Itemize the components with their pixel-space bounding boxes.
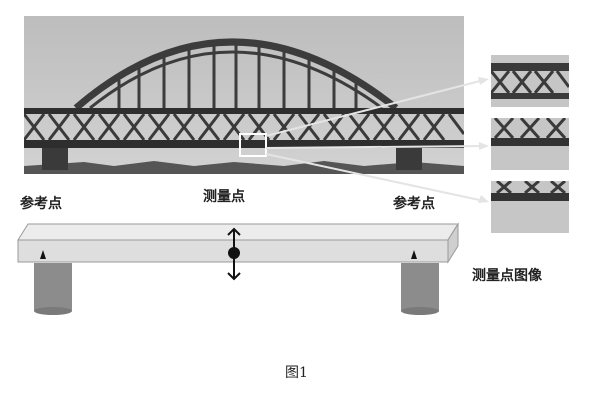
figure-caption: 图1: [285, 365, 308, 381]
measurement-images-title: 测量点图像: [472, 268, 542, 284]
measurement-image-thumbnail: [491, 181, 569, 233]
reference-point-label-right: 参考点: [393, 196, 435, 212]
pier-left: [34, 263, 72, 315]
pier-right: [401, 263, 439, 315]
measurement-box: [239, 133, 267, 157]
triangle-marker-icon: [411, 250, 417, 259]
measurement-image-thumbnail: [491, 118, 569, 170]
triangle-marker-icon: [40, 250, 46, 259]
reference-point-label-left: 参考点: [20, 196, 62, 212]
measurement-image-thumbnail: [491, 55, 569, 107]
beam-side: [447, 222, 459, 264]
measurement-point-label: 测量点: [203, 189, 245, 205]
bridge-photo: [24, 16, 464, 174]
circle-marker-icon: [228, 247, 240, 259]
